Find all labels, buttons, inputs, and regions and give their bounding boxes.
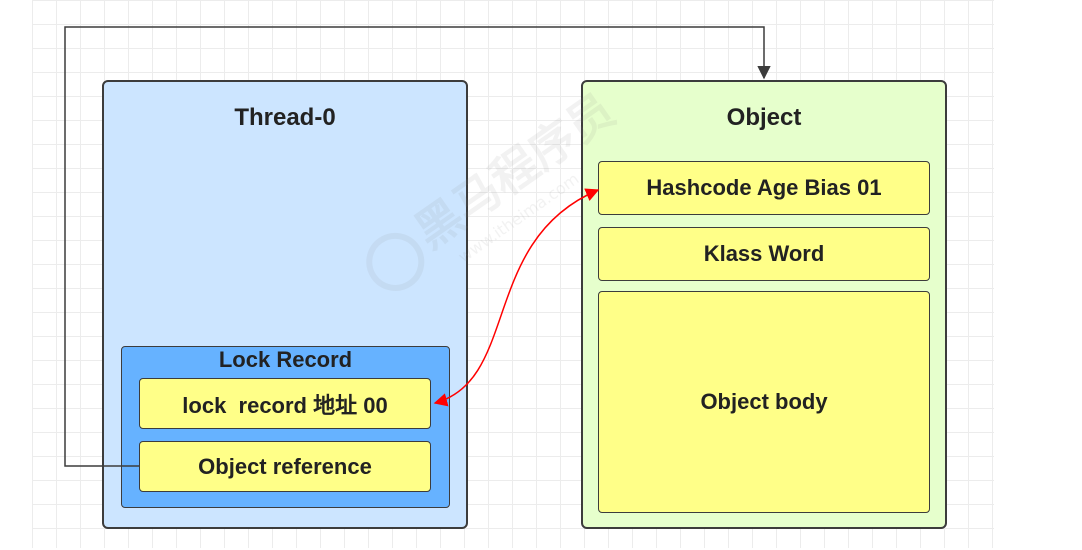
object-reference-label: Object reference xyxy=(198,453,372,479)
thread-title: Thread-0 xyxy=(234,104,336,131)
object-title: Object xyxy=(726,104,802,131)
klass-word-field: Klass Word xyxy=(598,227,930,281)
object-reference-field: Object reference xyxy=(139,441,431,492)
mark-word-label: Hashcode Age Bias 01 xyxy=(646,175,882,200)
object-body-label: Object body xyxy=(700,389,828,414)
object-body-field: Object body xyxy=(598,291,930,513)
lock-record-address-label: lock record 地址 00 xyxy=(182,392,388,418)
klass-word-label: Klass Word xyxy=(703,241,825,266)
lock-record-title: Lock Record xyxy=(218,347,353,372)
lock-record-address-field: lock record 地址 00 xyxy=(139,378,431,429)
mark-word-field: Hashcode Age Bias 01 xyxy=(598,161,930,215)
